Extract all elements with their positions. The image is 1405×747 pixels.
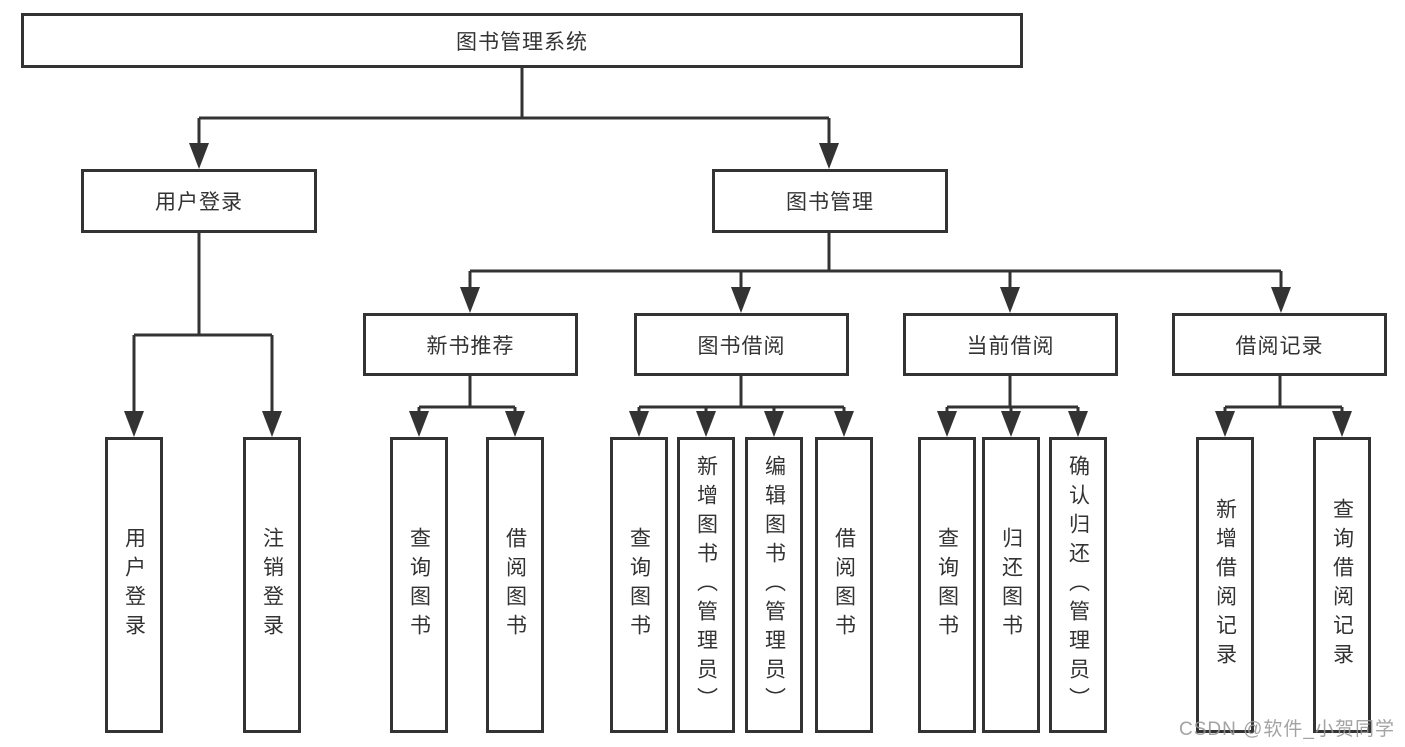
node-book-management: 图书管理 [712,169,948,233]
node-user-login: 用户登录 [81,169,317,233]
node-label: 新书推荐 [426,334,515,358]
node-label: 用户登录 [155,191,243,214]
leaf-borrow-books-borrow: 借阅图书 [815,437,873,733]
leaf-logout: 注销登录 [243,437,301,733]
leaf-confirm-return-admin: 确认归还（管理员） [1049,437,1107,733]
leaf-return-book: 归还图书 [982,437,1040,733]
leaf-label: 注销登录 [260,527,284,643]
node-borrowing-records: 借阅记录 [1172,313,1387,376]
leaf-label: 查询图书 [935,527,959,643]
leaf-query-books-current: 查询图书 [918,437,976,733]
node-current-borrowing: 当前借阅 [903,313,1118,376]
node-label: 图书管理系统 [456,30,588,54]
node-label: 图书借阅 [697,334,786,358]
node-label: 当前借阅 [966,334,1055,358]
leaf-user-login: 用户登录 [105,437,163,733]
node-book-borrowing: 图书借阅 [634,313,849,376]
leaf-query-books-borrow: 查询图书 [610,437,668,733]
leaf-label: 查询图书 [627,527,651,643]
leaf-label: 查询图书 [407,527,431,643]
leaf-label: 用户登录 [122,527,146,643]
leaf-label: 借阅图书 [832,527,856,643]
leaf-label: 归还图书 [999,527,1023,643]
node-system-root: 图书管理系统 [21,13,1023,68]
leaf-label: 查询借阅记录 [1330,498,1354,672]
leaf-query-borrow-record: 查询借阅记录 [1313,437,1371,733]
leaf-borrow-books-newbook: 借阅图书 [486,437,544,733]
leaf-add-borrow-record: 新增借阅记录 [1196,437,1254,733]
leaf-label: 编辑图书（管理员） [762,454,786,716]
leaf-label: 新增图书（管理员） [694,454,718,716]
leaf-add-book-admin: 新增图书（管理员） [677,437,735,733]
leaf-query-books-newbook: 查询图书 [390,437,448,733]
leaf-label: 新增借阅记录 [1213,498,1237,672]
node-label: 图书管理 [786,191,874,214]
leaf-label: 确认归还（管理员） [1066,454,1090,716]
arrowhead-icons [124,143,1352,437]
leaf-label: 借阅图书 [503,527,527,643]
node-label: 借阅记录 [1235,334,1324,358]
node-new-book-recommend: 新书推荐 [363,313,578,376]
leaf-edit-book-admin: 编辑图书（管理员） [745,437,803,733]
